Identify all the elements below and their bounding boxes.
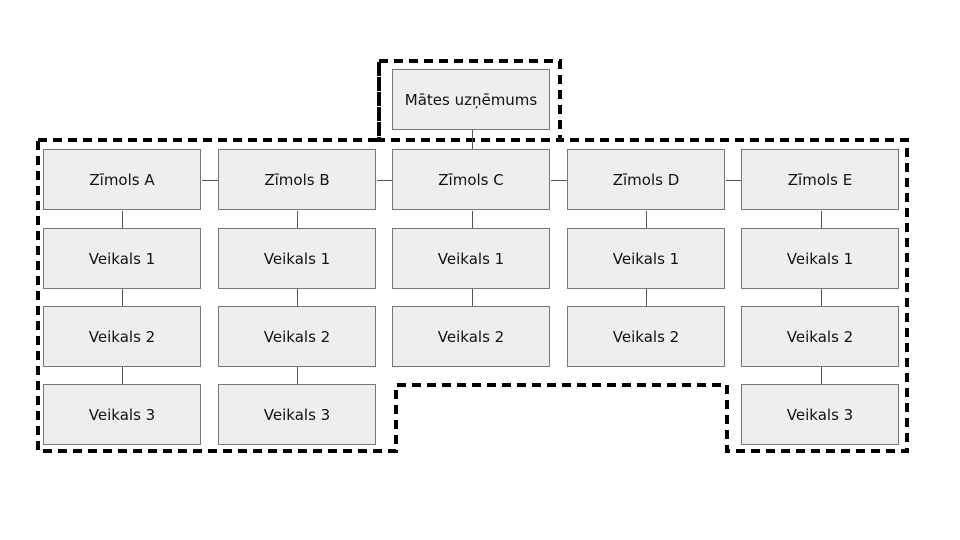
brand-b-store-1: Veikals 1 [218,228,376,289]
connector-e-1 [821,211,822,228]
brand-e-store-3: Veikals 3 [741,384,899,445]
brand-e-box: Zīmols E [741,149,899,210]
brand-d-store-2: Veikals 2 [567,306,725,367]
brand-e-store-1: Veikals 1 [741,228,899,289]
brand-b-box: Zīmols B [218,149,376,210]
connector-b-2 [297,289,298,306]
parent-company-box: Mātes uzņēmums [392,69,550,130]
connector-a-2 [122,289,123,306]
brand-c-store-2: Veikals 2 [392,306,550,367]
connector-d-2 [646,289,647,306]
brand-a-store-3: Veikals 3 [43,384,201,445]
connector-c-1 [472,211,473,228]
brand-c-box: Zīmols C [392,149,550,210]
brands-group-outline [36,59,909,453]
connector-e-2 [821,289,822,306]
connector-e-3 [821,367,822,384]
brand-d-store-1: Veikals 1 [567,228,725,289]
connector-b-1 [297,211,298,228]
brand-e-store-2: Veikals 2 [741,306,899,367]
connector-a-3 [122,367,123,384]
brand-a-box: Zīmols A [43,149,201,210]
brand-a-store-1: Veikals 1 [43,228,201,289]
connector-c-2 [472,289,473,306]
connector-b-3 [297,367,298,384]
brand-a-store-2: Veikals 2 [43,306,201,367]
brand-d-box: Zīmols D [567,149,725,210]
connector-brand-b-c [377,180,393,181]
connector-brand-d-e [726,180,742,181]
brand-b-store-3: Veikals 3 [218,384,376,445]
brand-c-store-1: Veikals 1 [392,228,550,289]
brand-b-store-2: Veikals 2 [218,306,376,367]
connector-a-1 [122,211,123,228]
connector-d-1 [646,211,647,228]
connector-parent-to-brand-c [472,130,473,149]
connector-brand-a-b [202,180,219,181]
connector-brand-c-d [551,180,568,181]
